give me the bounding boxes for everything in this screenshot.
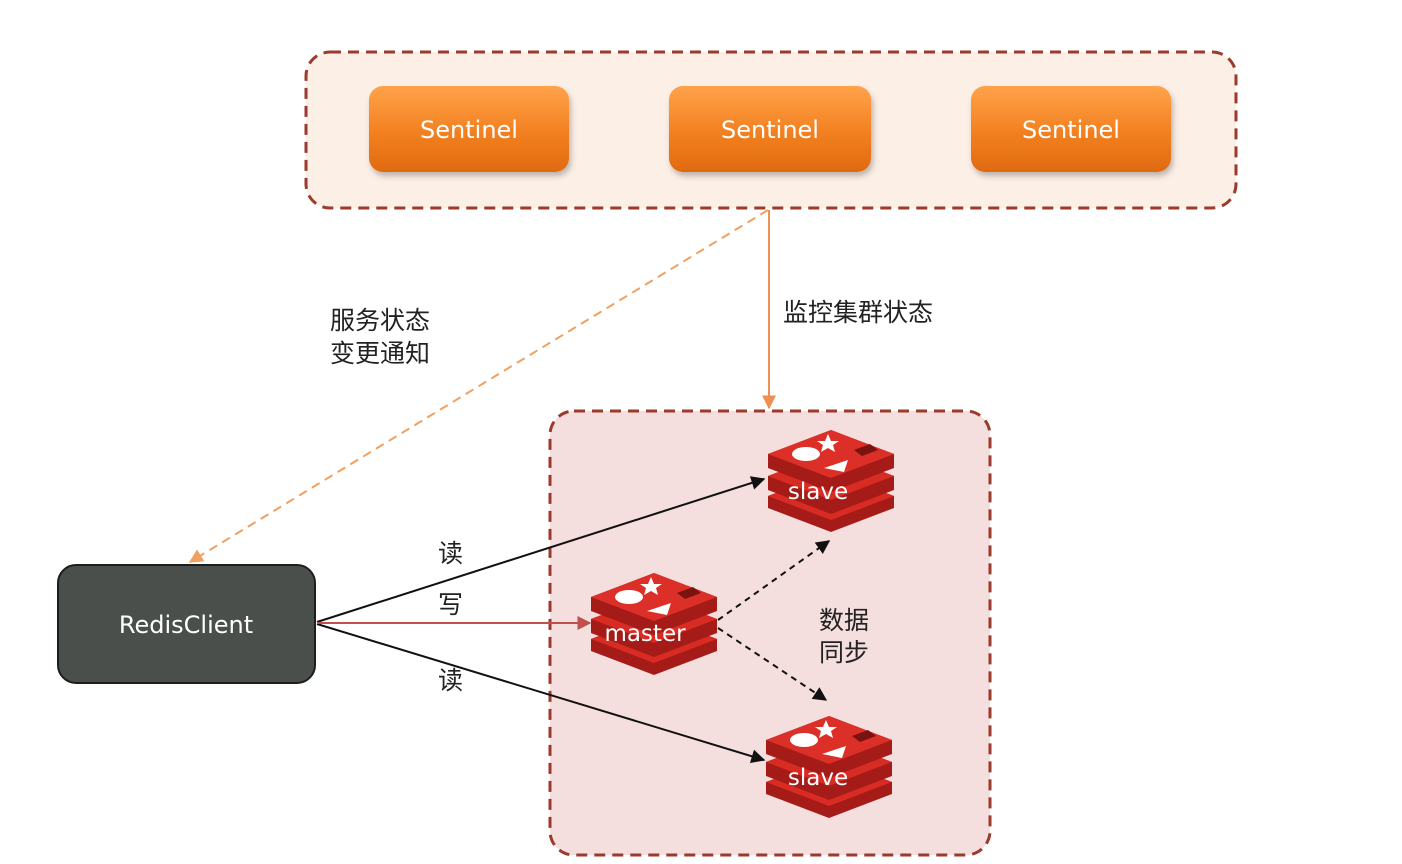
- sentinel-node-3[interactable]: [971, 86, 1171, 172]
- notify-arrow: [188, 209, 769, 563]
- sync-label-line1: 数据: [819, 606, 869, 635]
- read-label-top: 读: [438, 539, 463, 568]
- sync-arrow-top: [717, 540, 831, 621]
- sentinel-node-3-label: Sentinel: [1022, 116, 1120, 144]
- sync-label-line2: 同步: [819, 638, 869, 667]
- read-label-bottom: 读: [438, 666, 463, 695]
- slave-node-top-label: slave: [788, 479, 848, 505]
- read-arrow-top: [316, 476, 766, 623]
- notify-label-line2: 变更通知: [330, 339, 430, 368]
- slave-node-bottom-label: slave: [788, 765, 848, 791]
- write-label: 写: [438, 590, 463, 619]
- master-node-label: master: [604, 621, 686, 647]
- notify-label-line1: 服务状态: [330, 306, 430, 335]
- sentinel-node-2-label: Sentinel: [721, 116, 819, 144]
- sentinel-node-1-label: Sentinel: [420, 116, 518, 144]
- redis-client-label: RedisClient: [119, 611, 253, 639]
- read-arrow-bottom: [316, 623, 766, 764]
- sentinel-node-1[interactable]: [369, 86, 569, 172]
- monitor-label: 监控集群状态: [783, 298, 933, 327]
- sentinel-node-2[interactable]: [669, 86, 871, 172]
- redis-client-box[interactable]: [57, 564, 316, 684]
